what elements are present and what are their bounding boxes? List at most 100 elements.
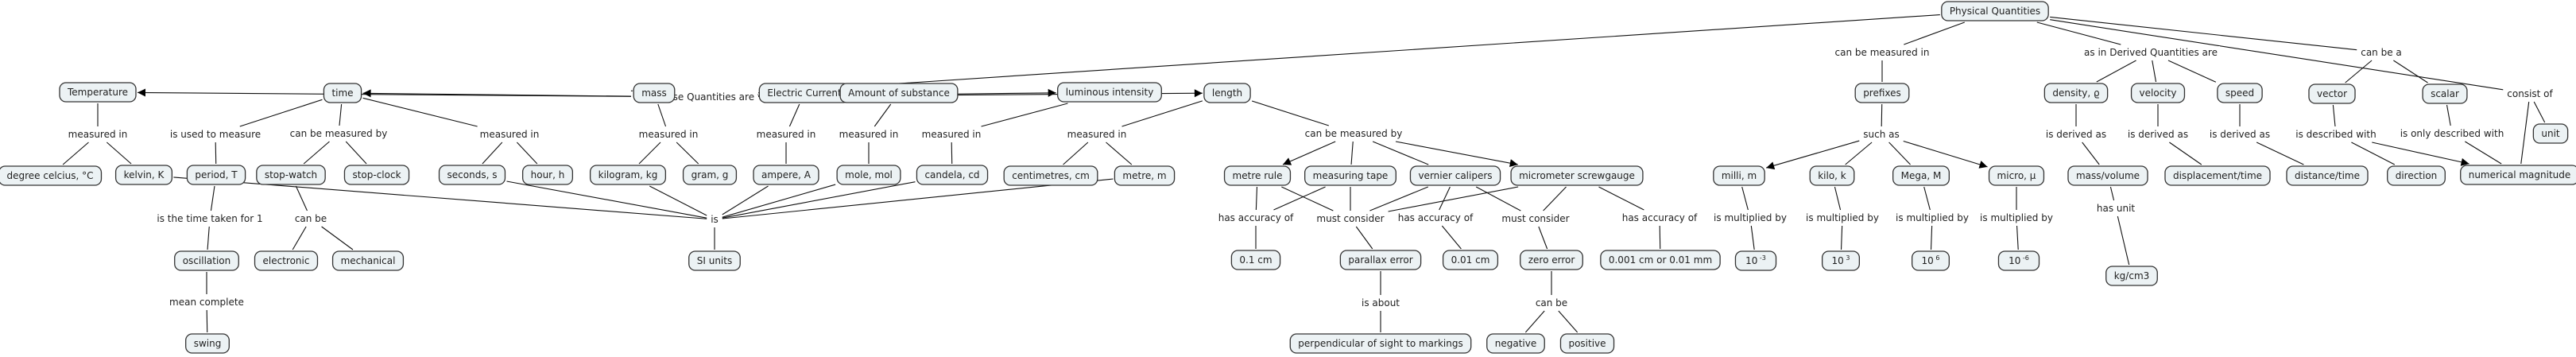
concept-node-p_3[interactable]: 10 3 bbox=[1821, 250, 1861, 271]
concept-node-pq[interactable]: Physical Quantities bbox=[1941, 1, 2049, 21]
concept-node-disttime[interactable]: distance/time bbox=[2286, 165, 2369, 186]
connector-line bbox=[2372, 142, 2469, 165]
node-box bbox=[2308, 83, 2356, 104]
node-box bbox=[1821, 250, 1861, 271]
connector-line bbox=[2446, 104, 2451, 126]
link-phrase-text: has unit bbox=[2097, 203, 2136, 214]
node-label: Physical Quantities bbox=[1950, 6, 2040, 17]
concept-node-mole[interactable]: mole, mol bbox=[836, 165, 901, 185]
concept-node-unit[interactable]: unit bbox=[2532, 123, 2569, 144]
concept-node-p_m6[interactable]: 10 -6 bbox=[1997, 250, 2040, 271]
concept-node-current[interactable]: Electric Current bbox=[758, 83, 850, 103]
concept-node-mass[interactable]: mass bbox=[633, 83, 676, 103]
concept-node-seconds[interactable]: seconds, s bbox=[438, 165, 506, 185]
concept-node-disptime[interactable]: displacement/time bbox=[2164, 165, 2271, 186]
concept-node-perp[interactable]: perpendicular of sight to markings bbox=[1289, 333, 1472, 354]
concept-node-swing[interactable]: swing bbox=[185, 333, 230, 354]
concept-node-vector[interactable]: vector bbox=[2308, 83, 2356, 104]
concept-node-stopclock[interactable]: stop-clock bbox=[343, 165, 410, 185]
link-phrase-text: is multiplied by bbox=[1714, 212, 1787, 223]
concept-node-stopwatch[interactable]: stop-watch bbox=[256, 165, 326, 185]
concept-node-kelvin[interactable]: kelvin, K bbox=[114, 165, 173, 185]
node-label: milli, m bbox=[1722, 170, 1757, 181]
concept-node-micro[interactable]: micro, µ bbox=[1988, 165, 2045, 186]
concept-node-si[interactable]: SI units bbox=[688, 250, 741, 271]
concept-node-milli[interactable]: milli, m bbox=[1713, 165, 1765, 186]
connector-line bbox=[1923, 186, 1931, 211]
concept-node-centimetres[interactable]: centimetres, cm bbox=[1003, 165, 1098, 186]
concept-node-time[interactable]: time bbox=[323, 83, 362, 103]
concept-node-kgcm3[interactable]: kg/cm3 bbox=[2105, 266, 2158, 286]
concept-node-kilo[interactable]: kilo, k bbox=[1809, 165, 1855, 186]
node-box bbox=[174, 250, 239, 271]
concept-node-acc001[interactable]: 0.01 cm bbox=[1442, 250, 1499, 270]
concept-node-acc01[interactable]: 0.1 cm bbox=[1230, 250, 1281, 270]
concept-node-candela[interactable]: candela, cd bbox=[916, 165, 989, 185]
node-box bbox=[186, 165, 246, 185]
node-box bbox=[1230, 250, 1281, 270]
concept-node-tape[interactable]: measuring tape bbox=[1304, 165, 1396, 186]
concept-node-nummag[interactable]: numerical magnitude bbox=[2460, 165, 2576, 185]
connector-line bbox=[1903, 140, 1988, 168]
connector-line bbox=[1930, 225, 1933, 250]
concept-node-p_6[interactable]: 10 6 bbox=[1911, 250, 1950, 271]
link-phrase-text: mean complete bbox=[169, 297, 244, 308]
exponent: 3 bbox=[1844, 254, 1850, 262]
concept-node-prefixes[interactable]: prefixes bbox=[1854, 83, 1910, 103]
concept-node-celcius[interactable]: degree celcius, °C bbox=[0, 165, 103, 186]
concept-node-scalar[interactable]: scalar bbox=[2422, 83, 2468, 104]
concept-node-vernier[interactable]: vernier calipers bbox=[1409, 165, 1501, 186]
concept-node-mechanical[interactable]: mechanical bbox=[331, 250, 405, 271]
link-phrase-bg bbox=[2397, 127, 2507, 140]
link-phrase-bg bbox=[2094, 202, 2138, 215]
concept-node-electronic[interactable]: electronic bbox=[254, 250, 319, 271]
concept-node-micrometer[interactable]: micrometer screwgauge bbox=[1510, 165, 1644, 186]
concept-node-length[interactable]: length bbox=[1203, 83, 1251, 103]
node-box bbox=[1003, 165, 1098, 186]
concept-node-negative[interactable]: negative bbox=[1486, 333, 1545, 354]
concept-node-period[interactable]: period, T bbox=[186, 165, 246, 185]
link-phrase-bg bbox=[2358, 46, 2404, 59]
concept-node-mega[interactable]: Mega, M bbox=[1892, 165, 1950, 186]
concept-node-p_m3[interactable]: 10 -3 bbox=[1734, 250, 1777, 271]
concept-node-density[interactable]: density, ϱ bbox=[2043, 83, 2109, 103]
link-phrase: measured in bbox=[836, 128, 901, 141]
concept-node-kilogram[interactable]: kilogram, kg bbox=[589, 165, 667, 185]
concept-node-speed[interactable]: speed bbox=[2217, 83, 2263, 103]
concept-node-acc0001[interactable]: 0.001 cm or 0.01 mm bbox=[1600, 250, 1721, 270]
link-phrase-text: must consider bbox=[1316, 213, 1384, 224]
connector-line bbox=[1441, 225, 1462, 250]
concept-node-oscillation[interactable]: oscillation bbox=[174, 250, 239, 271]
link-phrase: can be bbox=[1532, 297, 1571, 309]
concept-node-zeroerr[interactable]: zero error bbox=[1520, 250, 1583, 270]
link-phrase-text: must consider bbox=[1501, 213, 1569, 224]
concept-node-parallax[interactable]: parallax error bbox=[1339, 250, 1422, 270]
link-phrase-bg bbox=[2082, 46, 2220, 59]
concept-node-velocity[interactable]: velocity bbox=[2130, 83, 2186, 103]
connector-line bbox=[2036, 21, 2121, 45]
link-phrase: is multiplied by bbox=[1978, 211, 2055, 224]
link-phrase: is used to measure bbox=[167, 128, 264, 141]
link-phrase-bg bbox=[167, 296, 246, 308]
concept-node-massvol[interactable]: mass/volume bbox=[2067, 165, 2148, 186]
concept-node-gram[interactable]: gram, g bbox=[682, 165, 738, 185]
node-box bbox=[114, 165, 173, 185]
concept-node-metre[interactable]: metre, m bbox=[1114, 165, 1176, 186]
concept-node-metrerule[interactable]: metre rule bbox=[1223, 165, 1292, 186]
link-phrase: measured in bbox=[919, 128, 984, 141]
concept-node-direction[interactable]: direction bbox=[2387, 165, 2446, 186]
node-box bbox=[1409, 165, 1501, 186]
concept-node-substance[interactable]: Amount of substance bbox=[839, 83, 959, 103]
node-box bbox=[682, 165, 738, 185]
arrowhead-icon bbox=[1282, 157, 1292, 165]
concept-node-temperature[interactable]: Temperature bbox=[59, 82, 137, 103]
link-phrase-bg bbox=[1314, 212, 1387, 225]
connector-line bbox=[722, 185, 769, 215]
connector-line bbox=[210, 185, 215, 211]
concept-node-ampere[interactable]: ampere, A bbox=[753, 165, 819, 185]
exponent: -3 bbox=[1757, 254, 1766, 262]
concept-node-positive[interactable]: positive bbox=[1559, 333, 1615, 354]
link-phrase: as in Derived Quantities are bbox=[2082, 46, 2220, 59]
concept-node-luminous[interactable]: luminous intensity bbox=[1057, 82, 1162, 103]
concept-node-hour[interactable]: hour, h bbox=[521, 165, 574, 185]
